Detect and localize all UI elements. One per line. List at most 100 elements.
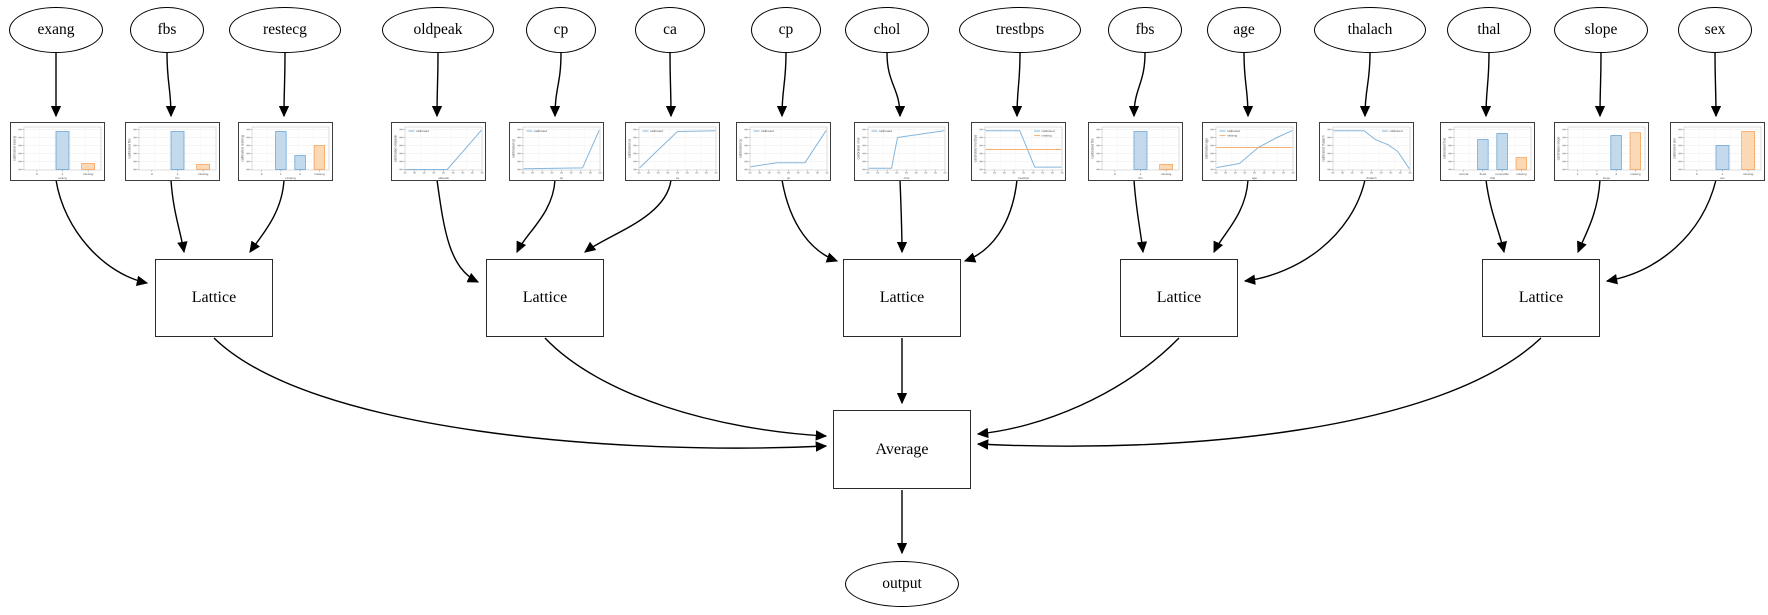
edge-age-to-chart [1242,52,1254,118]
svg-text:1: 1 [1576,172,1578,176]
average-label: Average [875,440,929,458]
feature-node-fbs: fbs [129,7,205,53]
edge-age-to-lattice-4 [1213,179,1249,254]
edge-thalach-to-lattice-4 [1243,179,1366,285]
x-axis-label: trestbps [1017,176,1028,180]
y-axis-label: calibrated exang [12,136,16,161]
feature-label: sex [1704,21,1726,38]
svg-text:0: 0 [35,172,37,176]
feature-label: trestbps [995,21,1045,38]
edge-exang-to-lattice-1 [55,179,149,287]
feature-node-age: age [1206,7,1282,53]
legend-entry: calibrated [879,129,892,133]
x-axis-label: cp [786,176,790,180]
legend-entry: calibrated [416,129,429,133]
x-axis-label: fbs [175,176,180,180]
y-axis-label: calibrated trestbps [973,134,977,162]
x-axis-label: restecg [285,176,295,180]
feature-label: restecg [263,21,307,38]
svg-text:missing: missing [1160,172,1171,176]
series-calibrated [1333,130,1409,169]
x-axis-label: thal [1490,176,1495,180]
series-calibrated [523,130,599,170]
edge-fbs2-to-lattice-4 [1133,179,1148,254]
calibration-plot: calibrated oldpeak oldpeak calibrated [391,123,485,180]
lattice-label: Lattice [879,289,925,306]
series-calibrated [985,130,1061,168]
y-axis-label: calibrated slope [1556,137,1560,161]
output-node: output [845,561,959,607]
y-axis-label: calibrated thalach [1321,135,1325,162]
edge-thalach-to-chart [1359,52,1371,118]
x-axis-label: sex [1720,176,1725,180]
x-axis-label: fbs [1138,176,1143,180]
legend-entry: missing [1227,134,1238,138]
calibration-plot: calibrated chol chol calibrated [854,123,948,180]
average-box: Average [833,410,971,489]
calibrator-chart-chol: calibrated chol chol calibrated [853,122,949,181]
svg-text:missing: missing [197,172,208,176]
feature-node-thalach: thalach [1313,7,1427,53]
edge-lattice-1-to-average [213,337,828,452]
x-axis-label: chol [903,176,909,180]
y-axis-label: calibrated cp [738,139,742,158]
svg-text:1: 1 [280,172,282,176]
edge-cp-to-chart [549,52,562,118]
edge-oldpeak-to-lattice-2 [436,179,480,283]
feature-label: oldpeak [413,21,463,38]
calibration-plot: calibrated trestbpstrestbpscalibratedmis… [971,123,1065,180]
svg-text:missing: missing [1742,172,1753,176]
edge-lattice-5-to-average [976,337,1542,450]
svg-text:0: 0 [1113,172,1115,176]
svg-text:0: 0 [260,172,262,176]
legend-entry: missing [1041,134,1052,138]
feature-node-sex: sex [1677,7,1753,53]
edge-trestbps-to-chart [1011,52,1023,118]
y-axis-label: calibrated oldpeak [393,134,397,162]
feature-node-oldpeak: oldpeak [381,7,495,53]
lattice-2-box: Lattice [486,259,604,337]
lattice-label: Lattice [1518,289,1564,306]
feature-label: chol [873,21,901,38]
feature-node-thal: thal [1447,7,1531,53]
x-axis-label: oldpeak [438,176,449,180]
edge-lattice-2-to-average [544,337,828,441]
lattice-4-box: Lattice [1120,259,1238,337]
feature-label: thalach [1347,21,1393,38]
lattice-5-box: Lattice [1482,259,1600,337]
feature-label: fbs [157,21,177,38]
svg-text:3: 3 [1615,172,1617,176]
x-axis-label: thalach [1366,176,1376,180]
feature-node-chol: chol [845,7,929,53]
series-calibrated [405,130,481,170]
lattice-label: Lattice [191,289,237,306]
y-axis-label: calibrated chol [856,137,860,159]
edge-sex-to-chart [1710,52,1722,118]
calibrator-chart-oldpeak: calibrated oldpeak oldpeak calibrated [390,122,486,181]
feature-label: age [1233,21,1255,38]
svg-text:normal: normal [1458,172,1468,176]
edge-chol-to-lattice-3 [896,179,908,254]
svg-text:reversible: reversible [1495,172,1509,176]
svg-text:missing: missing [82,172,93,176]
svg-text:1: 1 [1139,172,1141,176]
y-axis-label: calibrated age [1204,138,1208,159]
svg-text:1: 1 [1721,172,1723,176]
lattice-label: Lattice [1156,289,1202,306]
y-axis-label: calibrated fbs [127,138,131,158]
edge-restecg-to-chart [278,52,290,118]
